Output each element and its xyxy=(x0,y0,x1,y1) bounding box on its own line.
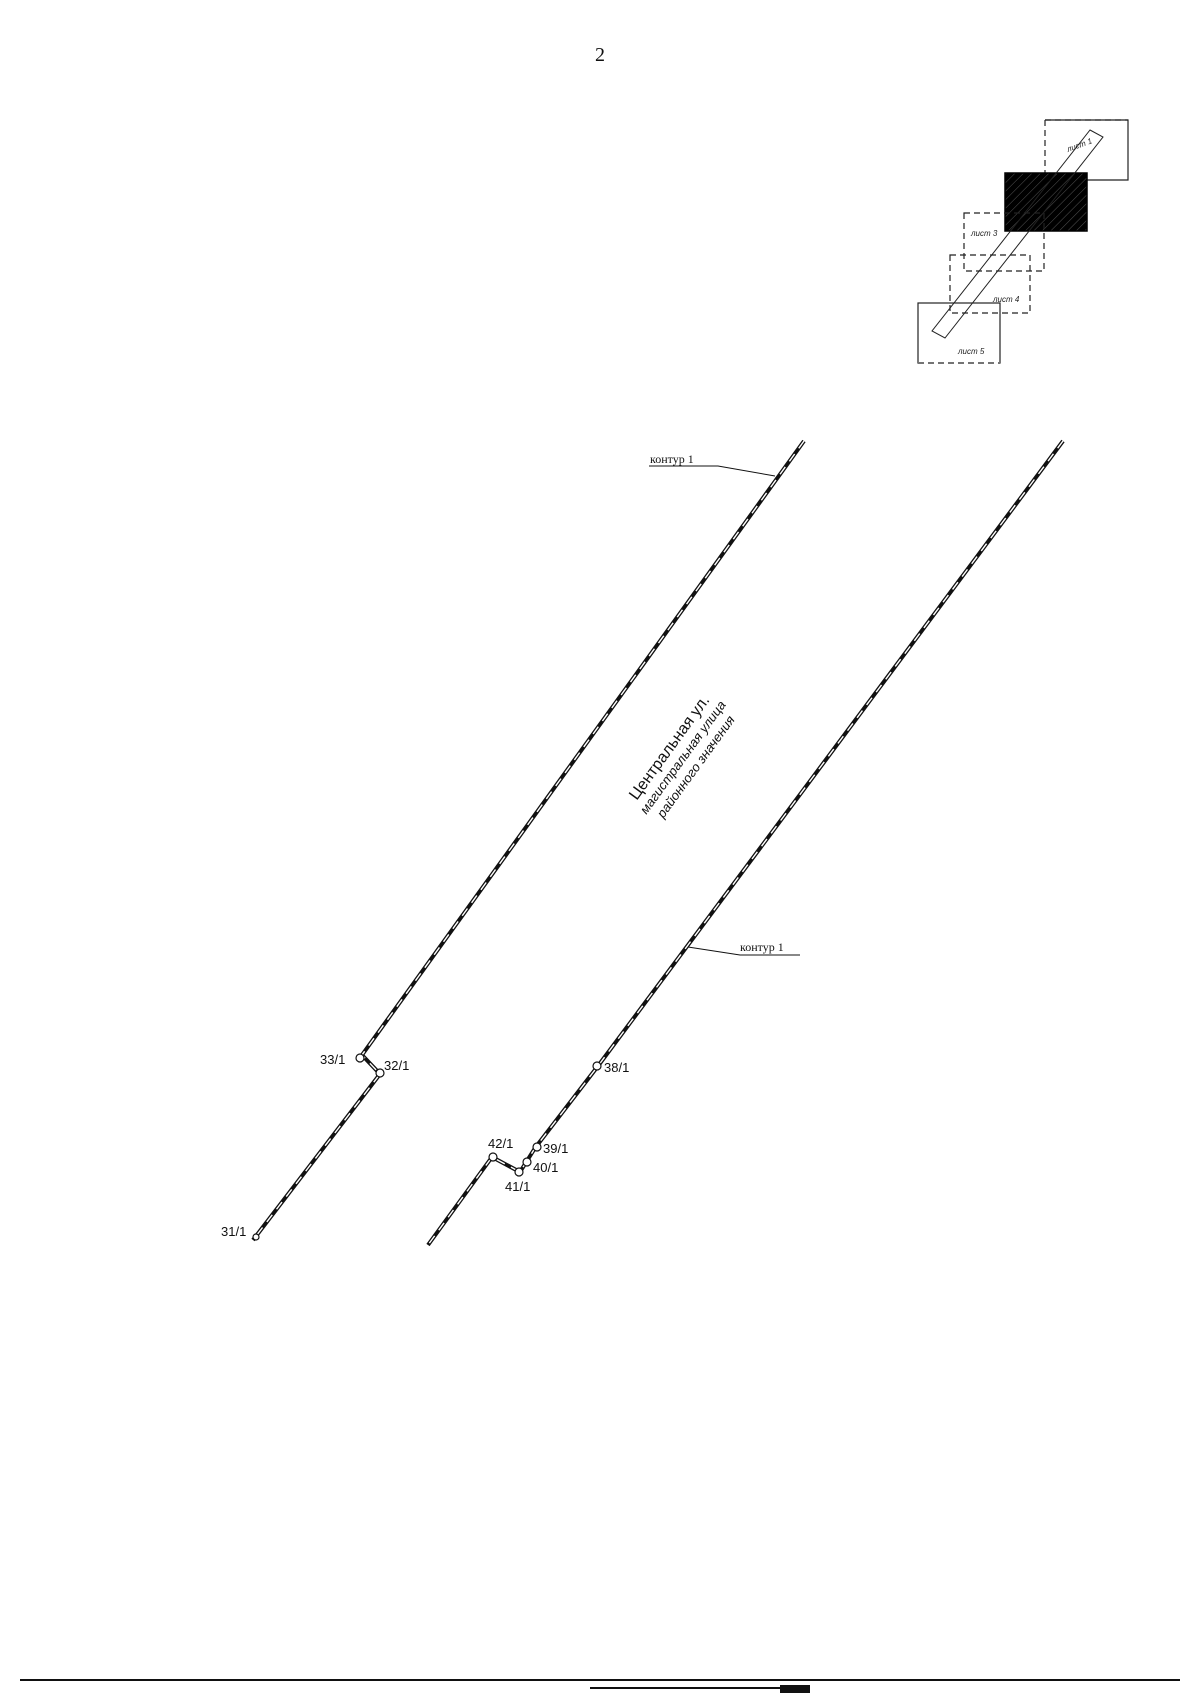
point-39: 39/1 xyxy=(532,1141,568,1156)
key-sheet-5-label: лист 5 xyxy=(957,347,985,356)
point-32: 32/1 xyxy=(375,1058,409,1078)
point-31: 31/1 xyxy=(221,1224,260,1241)
point-41-label: 41/1 xyxy=(505,1179,530,1194)
key-sheet-5: лист 5 xyxy=(917,302,1001,364)
footer-rule xyxy=(20,1679,1180,1693)
contour-label-left: контур 1 xyxy=(649,452,776,477)
street-name: Центральная ул. магистральная улица райо… xyxy=(626,692,737,821)
point-38-label: 38/1 xyxy=(604,1060,629,1075)
left-boundary-line xyxy=(251,439,806,1242)
key-sheet-1-label: лист 1 xyxy=(1065,136,1094,154)
key-sheet-3: лист 3 xyxy=(963,212,1045,272)
key-sheet-3-label: лист 3 xyxy=(970,229,998,238)
key-sheet-4-label: лист 4 xyxy=(992,295,1020,304)
key-road-strip xyxy=(931,129,1104,339)
point-39-label: 39/1 xyxy=(543,1141,568,1156)
point-33-label: 33/1 xyxy=(320,1052,345,1067)
point-41: 41/1 xyxy=(505,1167,530,1194)
right-boundary-line xyxy=(426,439,1065,1247)
contour-label-right-text: контур 1 xyxy=(740,940,784,954)
point-42-label: 42/1 xyxy=(488,1136,513,1151)
contour-label-right: контур 1 xyxy=(687,940,800,956)
key-sheet-4: лист 4 xyxy=(949,254,1031,314)
point-42: 42/1 xyxy=(488,1136,513,1162)
point-38: 38/1 xyxy=(592,1060,629,1075)
page-number: 2 xyxy=(595,44,605,66)
contour-label-left-text: контур 1 xyxy=(650,452,694,466)
point-40-label: 40/1 xyxy=(533,1160,558,1175)
sheet-key-map: лист 1 лист 3 лист 4 лист 5 xyxy=(917,119,1129,364)
point-40: 40/1 xyxy=(522,1157,558,1175)
point-31-label: 31/1 xyxy=(221,1224,246,1239)
boundary-points: 33/1 32/1 31/1 38/1 39/1 40/1 41/1 42/1 xyxy=(221,1052,629,1241)
point-33: 33/1 xyxy=(320,1052,365,1067)
point-32-label: 32/1 xyxy=(384,1058,409,1073)
